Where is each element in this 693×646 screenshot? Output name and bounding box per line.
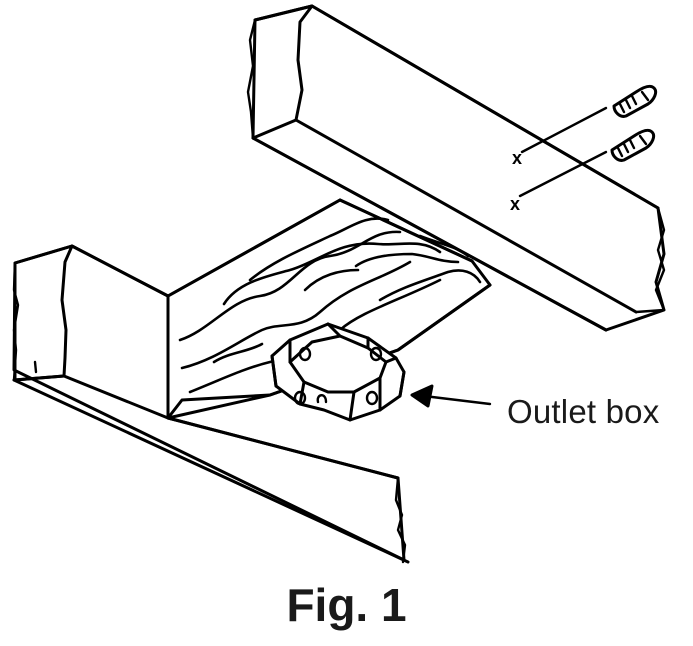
outlet-box [270, 322, 406, 422]
screw-lower [610, 128, 656, 162]
cross-block [166, 198, 492, 420]
outlet-box-label: Outlet box [507, 393, 660, 430]
lower-joist [12, 244, 410, 564]
figure-caption: Fig. 1 [286, 579, 407, 631]
screws [518, 84, 658, 198]
callout-arrow [410, 384, 492, 408]
screw-upper [612, 84, 658, 118]
screw-mark-lower: x [510, 194, 520, 214]
screw-mark-upper: x [512, 148, 522, 168]
upper-joist [246, 4, 666, 332]
